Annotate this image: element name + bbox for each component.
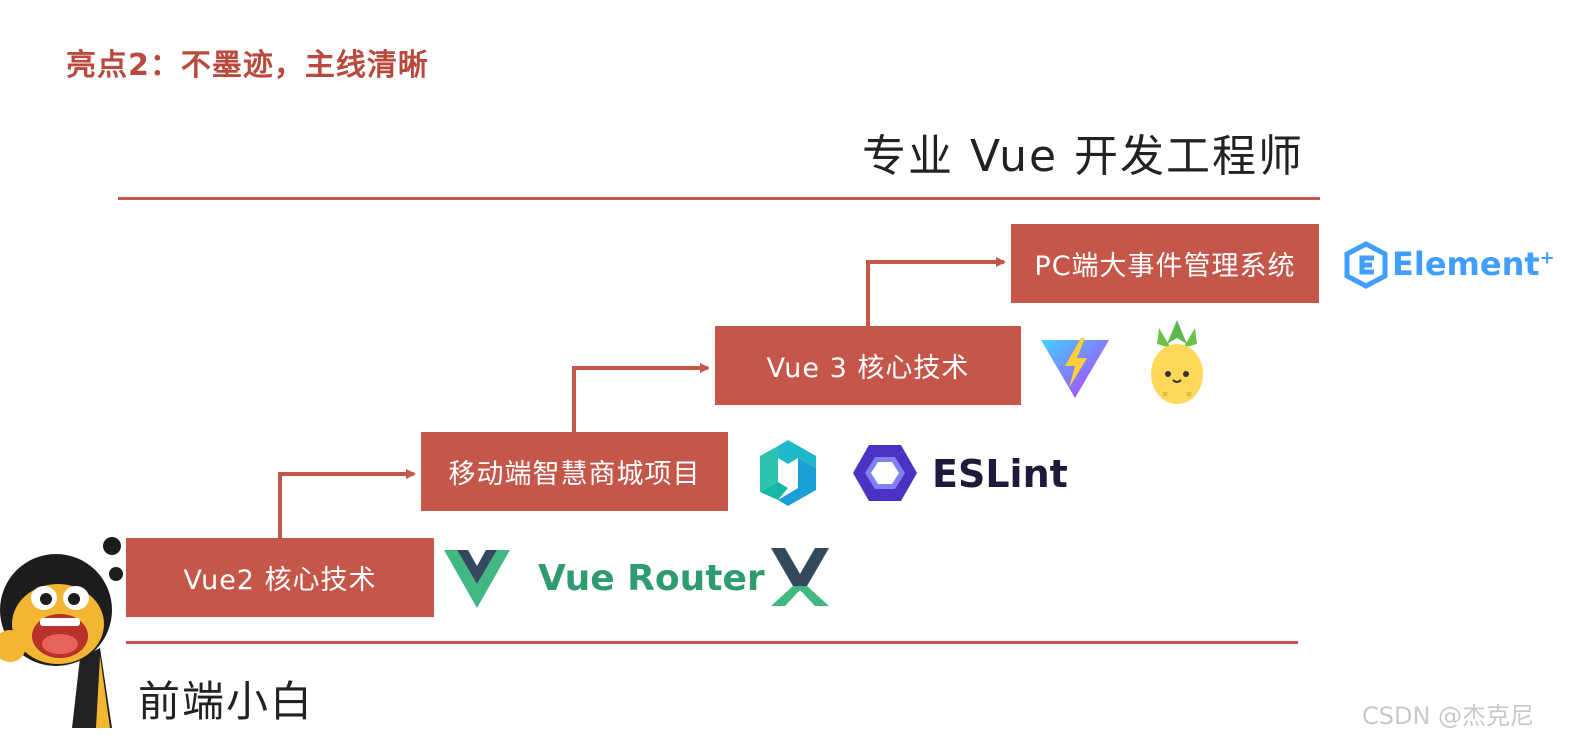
eslint-wordmark: ESLint	[932, 452, 1068, 496]
step-label: PC端大事件管理系统	[1034, 251, 1296, 282]
step-vue2-core: Vue2 核心技术	[126, 538, 434, 617]
step-label: Vue2 核心技术	[183, 565, 377, 596]
element-plus-sign: +	[1539, 247, 1555, 269]
arrow-step2-to-step3	[572, 363, 710, 432]
bottom-divider	[126, 641, 1298, 644]
vite-logo-icon	[1041, 338, 1109, 398]
slide-headline: 亮点2：不墨迹，主线清晰	[66, 48, 429, 83]
step-mobile-mall-project: 移动端智慧商城项目	[421, 432, 728, 511]
vue-router-logo: Vue Router	[538, 558, 765, 599]
goal-label: 专业 Vue 开发工程师	[862, 131, 1305, 182]
step-vue3-core: Vue 3 核心技术	[715, 326, 1021, 405]
eslint-logo-icon	[853, 445, 917, 501]
element-name: Element	[1392, 245, 1540, 283]
arrow-step3-to-step4	[866, 257, 1006, 326]
top-divider	[118, 197, 1320, 200]
pinia-logo-icon	[1151, 320, 1203, 404]
element-plus-logo-icon	[1344, 241, 1388, 289]
arrow-step1-to-step2	[278, 469, 416, 538]
vue-logo-icon	[444, 550, 510, 608]
vuex-logo-icon	[771, 548, 829, 606]
step-label: 移动端智慧商城项目	[448, 459, 701, 490]
step-pc-admin-system: PC端大事件管理系统	[1011, 224, 1319, 303]
watermark: CSDN @杰克尼	[1362, 702, 1535, 730]
start-label: 前端小白	[138, 677, 315, 726]
mascot-image	[0, 537, 123, 728]
vant-logo-icon	[760, 440, 816, 506]
step-label: Vue 3 核心技术	[766, 353, 970, 384]
element-wordmark: Element+	[1392, 245, 1555, 283]
